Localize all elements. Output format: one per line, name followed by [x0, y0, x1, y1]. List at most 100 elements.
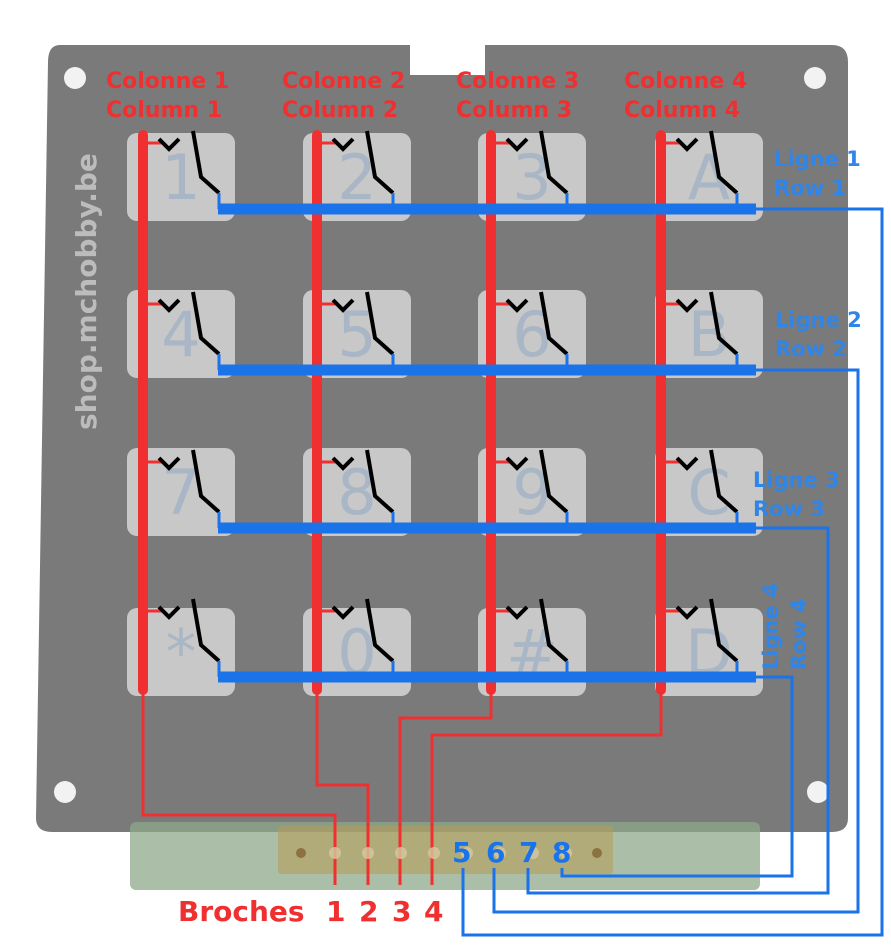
- switch-contact: [675, 605, 699, 620]
- switch-lever: [191, 130, 221, 195]
- switch-r2-c4: [661, 291, 739, 370]
- key-cap: [127, 608, 235, 696]
- switch-contact: [157, 137, 181, 152]
- switch-contact: [505, 456, 529, 471]
- switch-contact: [675, 456, 699, 471]
- key-1-3: 3: [478, 133, 586, 221]
- mounting-hole-bottom-right: [807, 781, 829, 803]
- switch-contact: [157, 298, 181, 313]
- key-cap: [127, 133, 235, 221]
- switch-contact: [505, 137, 529, 152]
- column-1-label-fr: Colonne 1: [106, 69, 229, 94]
- watermark: shop.mchobby.be: [70, 153, 103, 430]
- pin-4-label: 4: [424, 895, 443, 928]
- switch-r1-c3: [491, 130, 569, 209]
- switch-contact: [505, 605, 529, 620]
- pin-2-label: 2: [359, 895, 378, 928]
- switch-lever: [539, 598, 569, 663]
- key-cap: [478, 290, 586, 378]
- switch-contact: [331, 137, 355, 152]
- pin-6-label: 6: [486, 836, 505, 869]
- switch-r3-c4: [661, 449, 739, 528]
- column-2-label-en: Column 2: [282, 98, 398, 123]
- key-1-2: 2: [303, 133, 411, 221]
- pin-labels: Broches 1 2 3 4 5 6 7 8: [178, 836, 571, 928]
- switch-contact: [675, 298, 699, 313]
- pins-label: Broches: [178, 895, 305, 928]
- key-3-2: 8: [303, 448, 411, 536]
- switch-r4-c2: [317, 598, 395, 677]
- column-3-label-fr: Colonne 3: [456, 69, 579, 94]
- column-4-label-en: Column 4: [624, 98, 740, 123]
- row-3-label-en: Row 3: [753, 497, 825, 521]
- header-pad: [527, 847, 539, 859]
- switch-lever: [709, 449, 739, 514]
- switch-lever: [365, 130, 395, 195]
- switch-lever: [365, 598, 395, 663]
- switch-lever: [539, 291, 569, 356]
- row-3-label-fr: Ligne 3: [753, 468, 840, 492]
- pin-7-wire: [526, 526, 830, 895]
- mounting-hole-top-left: [64, 67, 86, 89]
- key-cap: [127, 448, 235, 536]
- key-cap: [478, 448, 586, 536]
- pin-8-label: 8: [552, 836, 571, 869]
- pin-6-wire: [492, 368, 860, 914]
- switch-r1-c4: [661, 130, 739, 209]
- switch-lever: [539, 130, 569, 195]
- header-pad: [395, 847, 407, 859]
- row-4-label-fr: Ligne 4: [759, 583, 783, 670]
- row-4-label-en: Row 4: [787, 598, 811, 670]
- key-cap: [303, 448, 411, 536]
- switch-r2-c2: [317, 291, 395, 370]
- switch-contact: [331, 298, 355, 313]
- switch-lever: [191, 449, 221, 514]
- header-pad: [560, 847, 572, 859]
- switch-contact: [505, 298, 529, 313]
- pin-4-wire: [430, 690, 663, 885]
- key-cap: [127, 290, 235, 378]
- switch-lever: [709, 598, 739, 663]
- key-glyph: C: [687, 456, 730, 529]
- key-cap: [303, 133, 411, 221]
- pin-7-label: 7: [519, 836, 538, 869]
- pin-5-wire: [461, 207, 884, 937]
- pin-2-wire: [315, 690, 370, 885]
- switch-contact: [331, 456, 355, 471]
- switch-contact: [331, 605, 355, 620]
- key-glyph: A: [688, 141, 730, 214]
- header-pad: [494, 847, 506, 859]
- switch-r2-c1: [143, 291, 221, 370]
- switch-r3-c2: [317, 449, 395, 528]
- mounting-hole-top-right: [804, 67, 826, 89]
- row-1-label-fr: Ligne 1: [774, 147, 861, 171]
- switch-r4-c3: [491, 598, 569, 677]
- key-cap: [478, 133, 586, 221]
- switch-lever: [709, 291, 739, 356]
- mounting-hole-bottom-left: [54, 781, 76, 803]
- pin-8-wire: [560, 675, 794, 878]
- row-labels: Ligne 1 Row 1 Ligne 2 Row 2 Ligne 3 Row …: [753, 147, 862, 670]
- switch-lever: [709, 130, 739, 195]
- key-glyph: *: [166, 616, 197, 689]
- switch-r2-c3: [491, 291, 569, 370]
- key-1-1: 1: [127, 133, 235, 221]
- key-glyph: 1: [161, 141, 200, 214]
- pin-3-wire: [398, 690, 493, 885]
- switch-r1-c1: [143, 130, 221, 209]
- switch-lever: [191, 598, 221, 663]
- key-4-1: *: [127, 608, 235, 696]
- key-glyph: B: [688, 298, 731, 371]
- row-2-label-en: Row 2: [775, 337, 847, 361]
- key-4-4: D: [655, 608, 763, 696]
- switch-r3-c1: [143, 449, 221, 528]
- pin-1-label: 1: [326, 895, 345, 928]
- column-labels: Colonne 1 Column 1 Colonne 2 Column 2 Co…: [106, 69, 747, 123]
- keypad-body: [36, 45, 848, 890]
- column-4-label-fr: Colonne 4: [624, 69, 747, 94]
- pin-3-label: 3: [392, 895, 411, 928]
- switch-lever: [539, 449, 569, 514]
- header-pad: [428, 847, 440, 859]
- pin-5-label: 5: [452, 836, 471, 869]
